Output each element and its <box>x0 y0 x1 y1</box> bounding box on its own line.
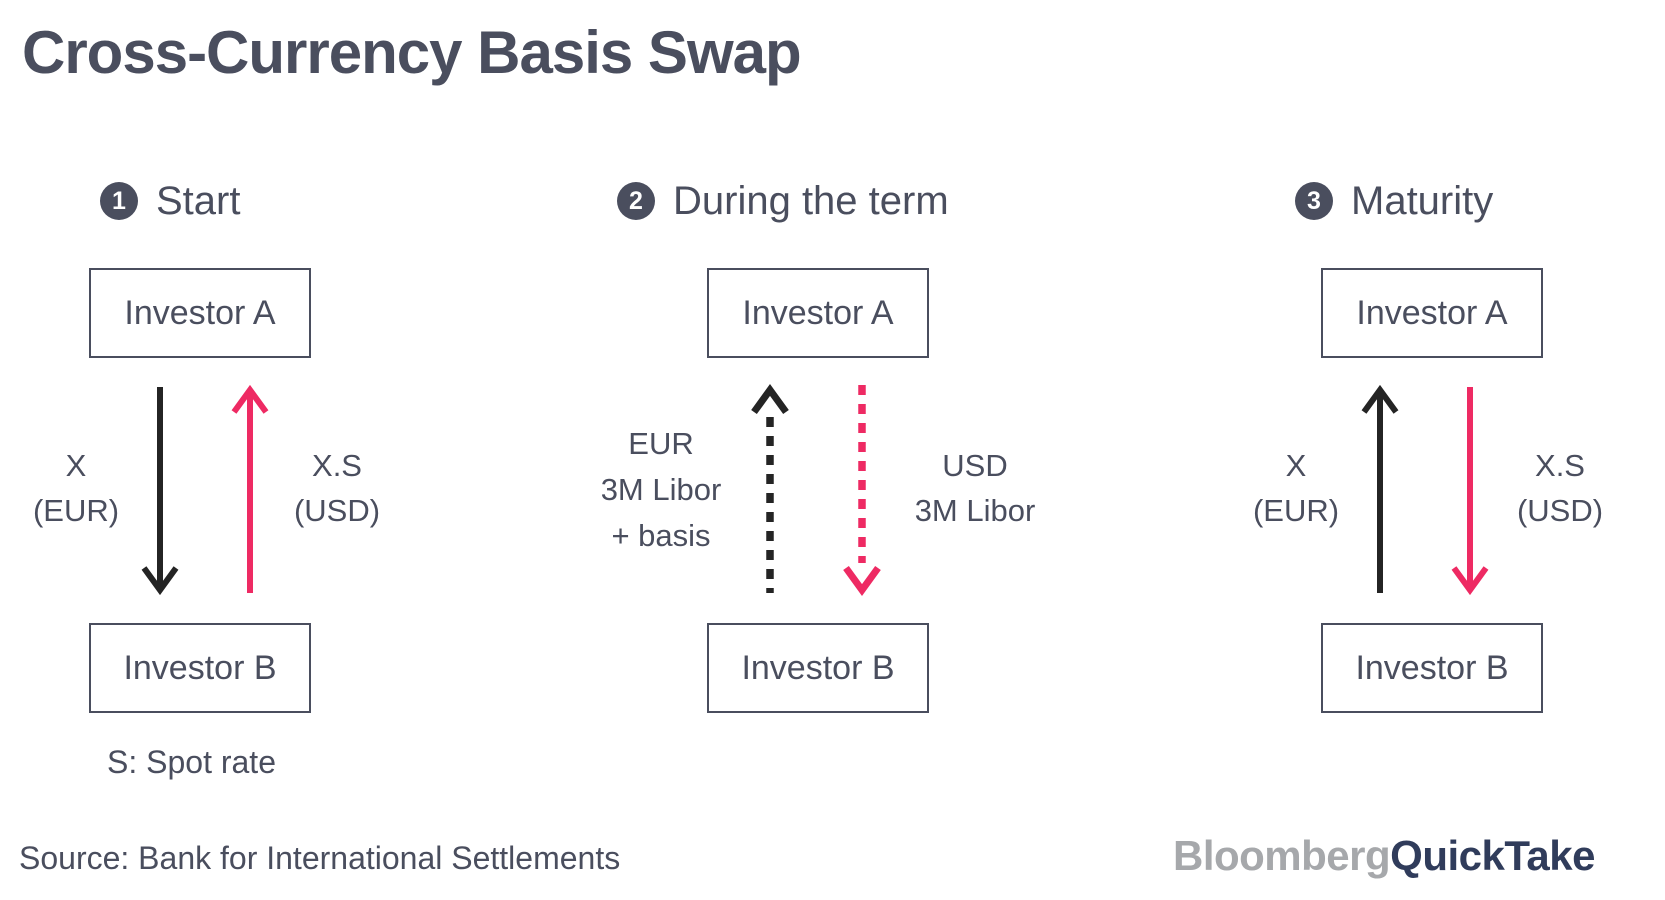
panel2-investor-b-box: Investor B <box>707 623 929 713</box>
spot-rate-footnote: S: Spot rate <box>107 744 276 780</box>
step-1-heading: 1 Start <box>100 178 240 224</box>
panel3-investor-a-label: Investor A <box>1356 293 1508 332</box>
panel2-usd-libor-label: USD 3M Libor <box>914 448 1036 528</box>
source-attribution: Source: Bank for International Settlemen… <box>19 840 621 876</box>
panel1-investor-a-label: Investor A <box>124 293 276 332</box>
eur-libor-dashed-up-arrow <box>751 384 789 593</box>
xs-usd-up-arrow <box>231 384 269 593</box>
panel3-investor-a-box: Investor A <box>1321 268 1543 358</box>
panel2-investor-a-label: Investor A <box>742 293 894 332</box>
panel3-x-eur-label: X (EUR) <box>1252 448 1340 528</box>
x-eur-down-arrow <box>141 387 179 596</box>
panel1-x-eur-label: X (EUR) <box>32 448 120 528</box>
page-title: Cross-Currency Basis Swap <box>22 19 802 86</box>
panel3-investor-b-label: Investor B <box>1355 648 1509 687</box>
x-eur-up-arrow <box>1361 384 1399 593</box>
panel1-investor-a-box: Investor A <box>89 268 311 358</box>
panel1-xs-usd-label: X.S (USD) <box>293 448 381 528</box>
panel2-investor-b-label: Investor B <box>741 648 895 687</box>
step-1-heading-label: Start <box>156 178 241 223</box>
step-2-number-badge: 2 <box>617 182 655 220</box>
bloomberg-quicktake-logo: BloombergQuickTake <box>1173 832 1595 880</box>
panel1-investor-b-label: Investor B <box>123 648 277 687</box>
step-2-heading-label: During the term <box>673 178 949 223</box>
bloomberg-wordmark: Bloomberg <box>1173 832 1391 879</box>
step-3-heading: 3 Maturity <box>1295 178 1493 224</box>
panel1-investor-b-box: Investor B <box>89 623 311 713</box>
step-3-heading-label: Maturity <box>1351 178 1494 223</box>
step-1-number-badge: 1 <box>100 182 138 220</box>
panel3-investor-b-box: Investor B <box>1321 623 1543 713</box>
panel2-eur-libor-label: EUR 3M Libor + basis <box>600 426 722 553</box>
quicktake-wordmark: QuickTake <box>1390 832 1595 879</box>
step-3-number-badge: 3 <box>1295 182 1333 220</box>
panel3-xs-usd-label: X.S (USD) <box>1516 448 1604 528</box>
panel2-investor-a-box: Investor A <box>707 268 929 358</box>
usd-libor-dashed-down-arrow <box>843 385 881 596</box>
xs-usd-down-arrow <box>1451 387 1489 596</box>
step-2-heading: 2 During the term <box>617 178 949 224</box>
